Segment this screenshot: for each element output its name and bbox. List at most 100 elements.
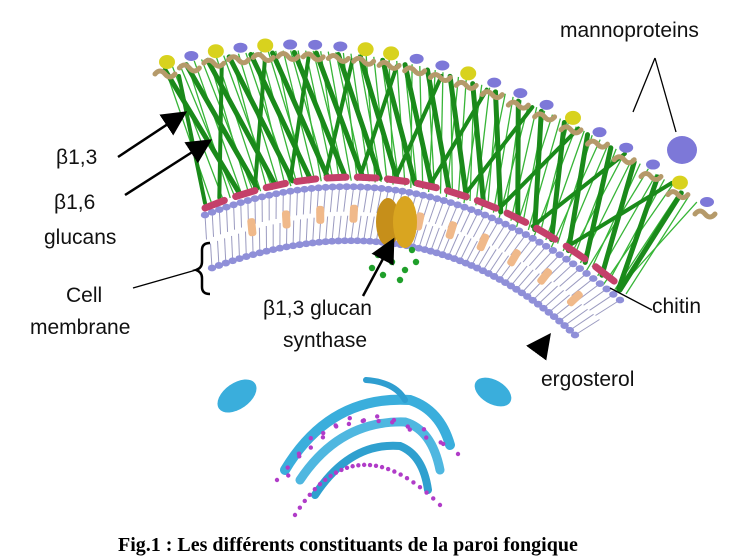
lipid-head bbox=[286, 187, 295, 195]
ribosome-dot bbox=[347, 415, 352, 421]
mannoprotein-head bbox=[513, 88, 528, 99]
label-cell: Cell bbox=[66, 284, 103, 307]
lipid-tail bbox=[497, 227, 513, 249]
label-chitin: chitin bbox=[652, 295, 702, 318]
lipid-head bbox=[293, 186, 302, 194]
leader-chitin bbox=[609, 287, 653, 311]
lipid-head bbox=[418, 191, 428, 199]
glucan-fiber-thin bbox=[475, 87, 491, 206]
lipid-head bbox=[349, 183, 358, 191]
glucan-fiber-b13 bbox=[205, 57, 278, 187]
lipid-tail bbox=[211, 212, 215, 237]
lipid-head bbox=[539, 304, 548, 312]
ribosome-dot bbox=[373, 463, 379, 468]
lipid-tail bbox=[224, 238, 227, 264]
lipid-head bbox=[314, 184, 323, 192]
lipid-tail bbox=[245, 231, 247, 257]
lipid-head bbox=[321, 238, 330, 246]
lipid-tail bbox=[476, 246, 491, 269]
ergosterol-molecule bbox=[445, 221, 458, 240]
lipid-tail bbox=[504, 230, 520, 252]
ribosome-dot bbox=[321, 430, 326, 436]
lipid-head bbox=[207, 264, 217, 272]
lipid-tail bbox=[218, 209, 222, 235]
lipid-head bbox=[314, 238, 324, 246]
mannoprotein-head bbox=[409, 53, 424, 64]
lipid-tail bbox=[299, 219, 302, 245]
chitin-chain bbox=[473, 197, 500, 212]
lipid-head bbox=[342, 183, 351, 191]
ribosome-dot bbox=[361, 418, 367, 423]
mannoprotein-head bbox=[308, 39, 323, 50]
arrow-synthase bbox=[361, 237, 395, 297]
ribosome-dot bbox=[379, 464, 385, 470]
mannoprotein-head bbox=[539, 99, 554, 110]
leader-mannoproteins bbox=[632, 57, 656, 113]
lipid-tail bbox=[204, 214, 207, 240]
ergosterol-molecule bbox=[566, 290, 583, 307]
ergosterol-molecule bbox=[507, 249, 521, 267]
lipid-tail bbox=[491, 223, 506, 246]
ribosome-dot bbox=[307, 492, 312, 497]
chitin-chain bbox=[293, 175, 320, 185]
mannoprotein-stalk bbox=[638, 171, 664, 183]
lipid-head bbox=[328, 183, 337, 191]
chitin-chain bbox=[503, 209, 530, 226]
label-beta16: β1,6 bbox=[54, 191, 96, 214]
chitin-chain bbox=[414, 180, 440, 192]
lipid-head bbox=[301, 240, 311, 248]
lipid-head bbox=[555, 251, 564, 259]
lipid-head bbox=[460, 203, 469, 211]
lipid-tail bbox=[436, 229, 447, 254]
glucan-fiber-b16 bbox=[530, 151, 627, 229]
lipid-head bbox=[327, 237, 337, 245]
mannoprotein-stalk bbox=[558, 124, 584, 136]
lipid-head bbox=[446, 199, 455, 207]
lipid-head bbox=[264, 191, 274, 199]
glucan-particle bbox=[396, 276, 404, 284]
lipid-tail bbox=[305, 218, 308, 244]
label-glucans: glucans bbox=[44, 226, 117, 249]
lipid-tail bbox=[369, 216, 375, 242]
lipid-head bbox=[570, 331, 580, 339]
ribosome-dot bbox=[424, 435, 429, 440]
ribosome-dot bbox=[437, 502, 443, 508]
mannoprotein-head bbox=[184, 50, 199, 61]
lipid-tail bbox=[583, 288, 607, 306]
arrow-beta16 bbox=[124, 139, 213, 197]
lipid-head bbox=[528, 234, 537, 242]
lipid-head bbox=[300, 185, 309, 193]
lipid-tail bbox=[528, 245, 547, 267]
lipid-head bbox=[257, 193, 267, 201]
glucan-fiber-b13 bbox=[617, 190, 684, 293]
lipid-tail bbox=[231, 235, 234, 261]
lipid-tail bbox=[428, 198, 438, 223]
lipid-tail bbox=[510, 265, 528, 287]
lipid-head bbox=[589, 275, 598, 282]
lipid-head bbox=[228, 257, 237, 265]
lipid-head bbox=[279, 189, 288, 196]
ribosome-dot bbox=[302, 498, 307, 504]
er-cisterna bbox=[311, 441, 432, 499]
lipid-head bbox=[575, 265, 585, 272]
ribosome-dot bbox=[424, 490, 429, 495]
lipid-tail bbox=[309, 188, 313, 214]
ribosome-dot bbox=[333, 470, 339, 475]
lipid-head bbox=[243, 197, 253, 204]
lipid-head bbox=[398, 187, 407, 195]
lipid-tail bbox=[336, 186, 341, 212]
label-leaders bbox=[117, 57, 677, 361]
lipid-head bbox=[615, 296, 625, 304]
mannoprotein-stalk bbox=[479, 89, 505, 101]
glucan-fiber-thin bbox=[186, 62, 231, 199]
ergosterol-molecule bbox=[316, 205, 325, 224]
lipid-head bbox=[548, 247, 558, 254]
ribosome-dot bbox=[375, 414, 380, 419]
lipid-tail bbox=[522, 241, 540, 263]
lipid-head bbox=[235, 255, 244, 262]
lipid-head bbox=[321, 183, 330, 191]
ergosterol-molecule bbox=[537, 268, 553, 285]
lipid-tail bbox=[363, 187, 369, 213]
lipid-head bbox=[412, 190, 421, 198]
mannoproteins-layer bbox=[152, 38, 718, 220]
